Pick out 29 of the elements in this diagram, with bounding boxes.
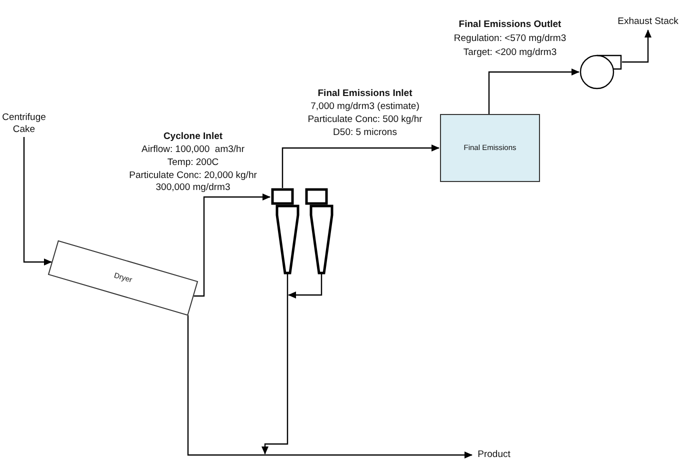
flow-arrow <box>488 68 580 114</box>
stream-label: Centrifuge Cake <box>2 112 46 136</box>
flow-arrow <box>288 274 322 298</box>
flow-arrow <box>282 144 440 188</box>
flow-arrow <box>265 452 472 458</box>
stream-data: Temp: 200C <box>167 157 219 169</box>
flow-line <box>187 315 265 456</box>
stream-data: Airflow: 100,000 am3/hr <box>142 144 244 156</box>
cyclone-symbol <box>270 187 301 275</box>
stream-label: Product <box>478 449 510 461</box>
stream-data: 300,000 mg/drm3 <box>156 182 230 194</box>
stream-label: Exhaust Stack <box>618 16 678 28</box>
flow-arrow <box>622 30 652 63</box>
stream-data: Particulate Conc: 20,000 kg/hr <box>129 170 257 182</box>
stream-data: Regulation: <570 mg/drm3 <box>454 33 566 45</box>
flow-line <box>286 274 288 295</box>
stream-data: D50: 5 microns <box>333 127 397 139</box>
flow-arrow <box>194 194 270 297</box>
stream-data: Target: <200 mg/drm3 <box>463 47 557 59</box>
cyclone-symbol <box>304 187 335 275</box>
stream-heading: Final Emissions Outlet <box>458 19 562 31</box>
process-box <box>440 114 540 182</box>
fan-symbol <box>579 54 623 90</box>
stream-data: 7,000 mg/drm3 (estimate) <box>310 101 420 113</box>
stream-data: Particulate Conc: 500 kg/hr <box>308 114 422 126</box>
flow-arrow <box>262 295 288 454</box>
stream-heading: Cyclone Inlet <box>163 131 223 143</box>
flow-arrow <box>23 137 52 266</box>
stream-heading: Final Emissions Inlet <box>318 88 412 100</box>
